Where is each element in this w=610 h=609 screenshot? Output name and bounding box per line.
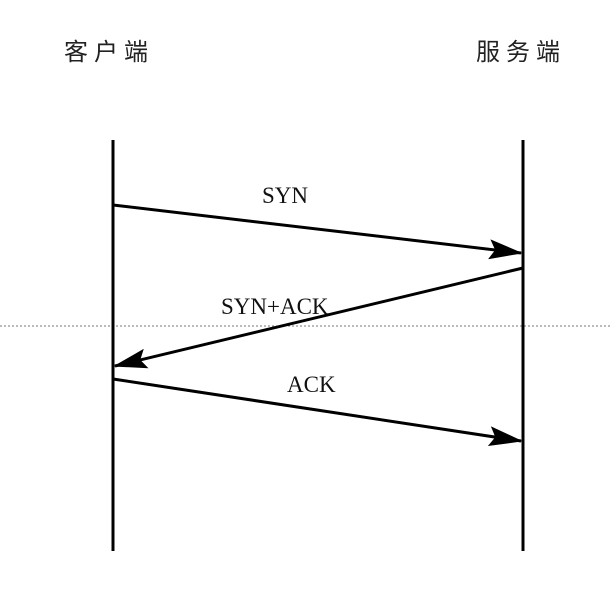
client-label: 客户端 bbox=[64, 38, 154, 66]
syn-ack-label: SYN+ACK bbox=[221, 294, 329, 319]
syn-ack-arrow bbox=[113, 266, 524, 369]
ack-label: ACK bbox=[287, 372, 336, 397]
server-label: 服务端 bbox=[476, 38, 566, 66]
syn-label: SYN bbox=[262, 183, 308, 208]
ack-arrow bbox=[112, 377, 523, 447]
syn-arrow bbox=[112, 203, 523, 260]
